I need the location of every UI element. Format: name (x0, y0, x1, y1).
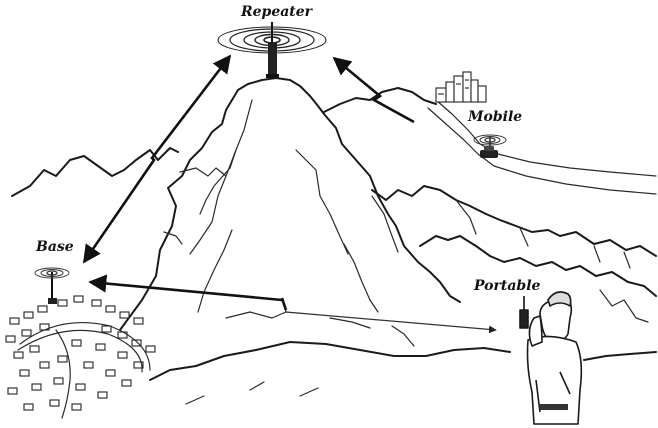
link-portable-segment (281, 299, 497, 334)
link-base-to-portable (88, 274, 283, 302)
foreground-crack-4 (185, 381, 319, 405)
link-base-to-repeater (82, 54, 232, 264)
houses-icon (5, 295, 156, 411)
link-lightning-kink (280, 297, 288, 311)
right-ridge-middle (371, 185, 657, 257)
mountain-detail-4 (197, 229, 233, 313)
mountain-detail-7 (371, 195, 399, 253)
mobile-radio-waves-icon (473, 134, 507, 146)
mobile-label: Mobile (468, 109, 523, 125)
car-icon (480, 136, 498, 158)
village-road (17, 321, 151, 419)
foreground-crack-1 (225, 311, 287, 319)
base-label: Base (36, 239, 74, 255)
mountain-detail-1 (199, 99, 253, 215)
mountain-detail-3 (295, 149, 349, 255)
road-lower (427, 107, 657, 195)
foreground-ground (149, 341, 511, 381)
repeater-tower-icon (266, 22, 279, 78)
right-ridge-upper (323, 87, 437, 113)
repeater-label: Repeater (241, 4, 313, 20)
mountain-detail-6 (343, 243, 379, 313)
base-radio-waves-icon (34, 267, 70, 279)
right-ridge-detail-2 (599, 289, 649, 323)
foreground-crack-2 (329, 317, 371, 329)
foreground-crack-3 (391, 325, 415, 347)
foreground-ground-right (583, 351, 657, 361)
person-with-walkie-talkie-icon (519, 291, 583, 425)
repeater-radio-waves-icon (217, 26, 327, 54)
main-mountain (119, 77, 461, 331)
portable-label: Portable (474, 278, 541, 294)
right-ridge-lower (419, 235, 657, 297)
city-skyline-icon (435, 71, 487, 103)
right-ridge-detail (455, 199, 631, 269)
mountain-detail-5 (179, 167, 227, 177)
link-mobile-to-repeater (332, 56, 415, 124)
